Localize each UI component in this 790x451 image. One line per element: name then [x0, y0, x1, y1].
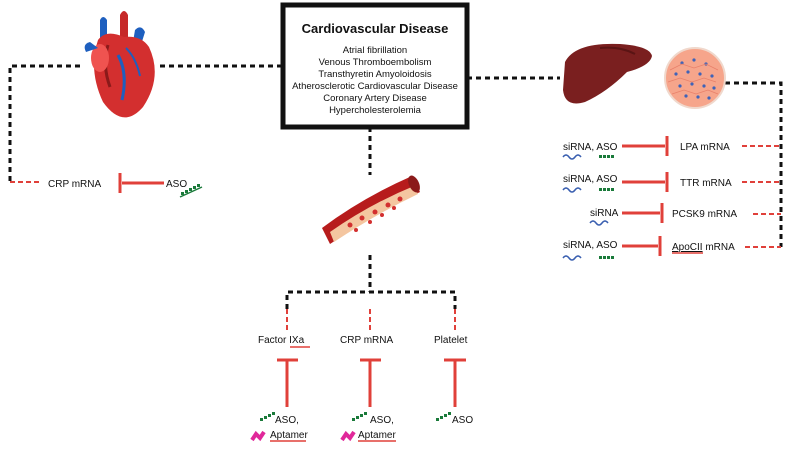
sirna-glyph — [562, 187, 582, 193]
aso-glyph — [436, 412, 451, 421]
agents-label: siRNA, ASO — [563, 240, 618, 251]
aso-glyph — [260, 412, 275, 421]
aso-glyph — [599, 188, 614, 191]
disease-item: Venous Thromboembolism — [319, 57, 432, 68]
agents-label: siRNA — [590, 208, 619, 219]
disease-item: Coronary Artery Disease — [323, 93, 426, 104]
heart-illustration — [84, 11, 155, 118]
liver-illustration — [563, 43, 652, 104]
target-label: PCSK9 mRNA — [672, 209, 737, 220]
aptamer-label: Aptamer — [270, 430, 308, 441]
connector-heart-left — [8, 64, 80, 182]
aso-label: ASO, — [370, 415, 394, 426]
left-branch: CRP mRNA ASO — [48, 173, 203, 198]
aptamer-label: Aptamer — [358, 430, 396, 441]
aso-glyph — [352, 412, 367, 421]
factor-ixa-label: Factor IXa — [258, 335, 305, 346]
crp-mrna-label: CRP mRNA — [48, 179, 101, 190]
agents-label: siRNA, ASO — [563, 142, 618, 153]
sirna-glyph — [562, 154, 582, 160]
aptamer-glyph — [340, 430, 356, 442]
aso-label: ASO — [166, 179, 187, 190]
target-label: LPA mRNA — [680, 142, 730, 153]
disease-item: Transthyretin Amyoloidosis — [318, 69, 431, 80]
hepatocyte-cluster — [664, 47, 726, 109]
connector-right-vertical — [725, 81, 783, 247]
disease-box: Cardiovascular Disease Atrial fibrillati… — [280, 2, 470, 130]
sirna-glyph — [589, 220, 609, 226]
dashed-connectors — [8, 64, 783, 309]
disease-item: Atrial fibrillation — [343, 45, 407, 56]
aso-glyph — [599, 155, 614, 158]
disease-item: Atherosclerotic Cardiovascular Disease — [292, 81, 458, 92]
aso-glyph — [179, 184, 203, 198]
aso-label: ASO, — [275, 415, 299, 426]
connector-bottom-split — [285, 290, 457, 309]
blood-vessel-illustration — [322, 175, 420, 244]
agents-label: siRNA, ASO — [563, 174, 618, 185]
right-branch: siRNA, ASO LPA mRNA siRNA, ASO TTR mRNA … — [562, 136, 737, 261]
disease-item: Hypercholesterolemia — [329, 105, 422, 116]
platelet-label: Platelet — [434, 335, 468, 346]
sirna-glyph — [562, 255, 582, 261]
target-label: TTR mRNA — [680, 178, 732, 189]
aso-glyph — [599, 256, 614, 259]
disease-box-title: Cardiovascular Disease — [302, 21, 449, 36]
crp-mrna-label: CRP mRNA — [340, 335, 393, 346]
aso-label: ASO — [452, 415, 473, 426]
bottom-branch: Factor IXa ASO, Aptamer CRP mRNA ASO, Ap… — [250, 335, 473, 442]
target-label: ApoCII mRNA — [672, 242, 735, 253]
aptamer-glyph — [250, 430, 266, 442]
